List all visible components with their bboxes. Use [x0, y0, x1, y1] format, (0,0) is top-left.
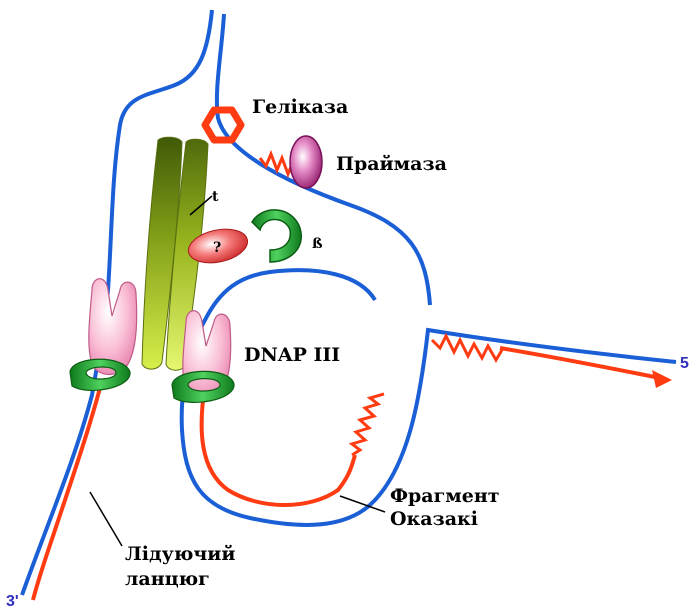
clamp-left-icon — [70, 359, 130, 390]
okazaki-fragment-strand — [202, 385, 355, 505]
helicase-hexagon-icon — [205, 110, 241, 140]
tau-label: t — [212, 189, 219, 205]
primase-primer-zigzag — [260, 154, 293, 174]
beta-label: ß — [312, 236, 323, 252]
primase-ellipse-icon — [290, 136, 322, 188]
okazaki-label-line1: Фрагмент — [390, 485, 500, 507]
rna-primers — [260, 154, 502, 455]
okazaki-primer-zigzag — [352, 394, 384, 455]
dnap-label: DNAP III — [244, 344, 340, 366]
leading-pointer-line — [90, 492, 122, 546]
three-prime-end-label: 3' — [6, 593, 19, 610]
leading-strand-label-line2: ланцюг — [125, 568, 210, 590]
primase-label: Праймаза — [336, 153, 447, 175]
leading-strand-label-line1: Лідуючий — [125, 543, 235, 565]
beta-clamp-ring-icon — [252, 210, 301, 262]
leading-new-strand — [33, 380, 102, 600]
arrow-head-icon — [652, 370, 672, 388]
helicase-label: Геліказа — [252, 96, 348, 118]
unknown-protein-label: ? — [213, 240, 221, 256]
five-prime-end-label: 5 — [680, 355, 689, 372]
okazaki-label-line2: Оказакі — [390, 508, 478, 530]
